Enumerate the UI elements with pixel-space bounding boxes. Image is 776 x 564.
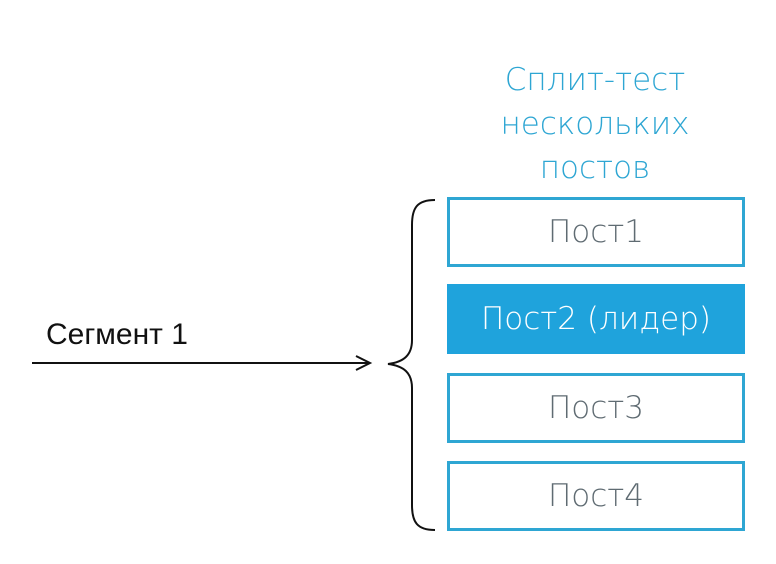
- title-line-1: Сплит-тест: [504, 62, 686, 98]
- curly-brace: [387, 199, 436, 531]
- segment-label: Сегмент 1: [46, 318, 188, 351]
- post-label-3: Пост3: [547, 390, 645, 426]
- arrow-head: [355, 355, 373, 371]
- title-line-3: постов: [539, 150, 651, 186]
- segment-arrow: [32, 355, 373, 371]
- post-box-4: Пост4: [447, 461, 745, 531]
- post-label-4: Пост4: [547, 478, 645, 514]
- diagram-title: Сплит-тест нескольких постов: [460, 58, 730, 190]
- post-box-3: Пост3: [447, 373, 745, 443]
- post-box-1: Пост1: [447, 197, 745, 267]
- post-box-2-leader: Пост2 (лидер): [447, 284, 745, 354]
- post-label-1: Пост1: [547, 214, 645, 250]
- post-label-2: Пост2 (лидер): [480, 301, 712, 337]
- title-line-2: нескольких: [500, 106, 690, 142]
